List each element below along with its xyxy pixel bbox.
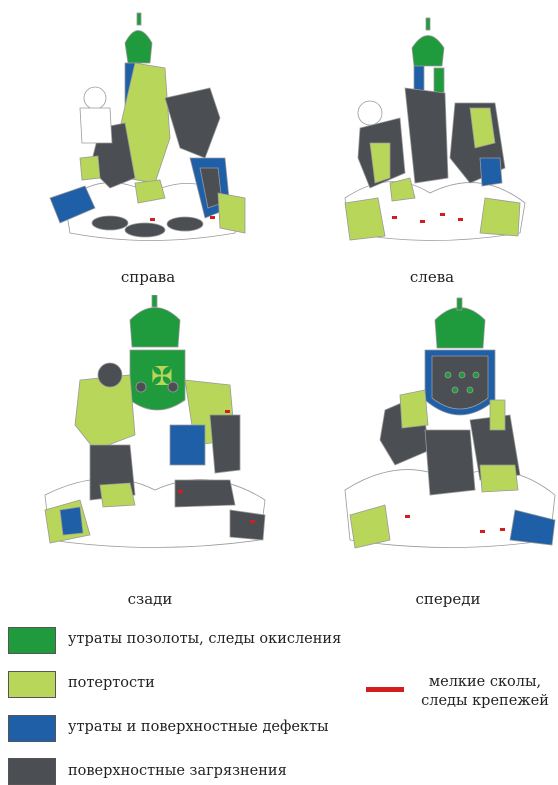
legend-label-gilding-loss: утраты позолоты, следы окисления bbox=[68, 631, 341, 647]
view-right-diagram bbox=[40, 8, 255, 248]
legend-swatch-gilding-loss bbox=[8, 627, 56, 654]
view-caption-front: спереди bbox=[368, 590, 528, 608]
view-left-diagram bbox=[330, 8, 530, 248]
view-caption-left: слева bbox=[352, 268, 512, 286]
legend-swatch-surface-defects bbox=[8, 715, 56, 742]
legend-label-abrasion: потертости bbox=[68, 675, 155, 691]
legend-label-chips-line2: следы крепежей bbox=[421, 693, 549, 709]
legend-label-chips-line1: мелкие сколы, bbox=[429, 674, 541, 690]
legend-label-surface-defects: утраты и поверхностные дефекты bbox=[68, 719, 329, 735]
legend-swatch-dirt bbox=[8, 758, 56, 785]
view-caption-right: справа bbox=[68, 268, 228, 286]
view-front-diagram bbox=[340, 290, 558, 560]
legend-swatch-chips bbox=[366, 687, 404, 692]
legend-label-dirt: поверхностные загрязнения bbox=[68, 763, 287, 779]
view-caption-back: сзади bbox=[70, 590, 230, 608]
view-back-diagram: ✠ bbox=[35, 295, 270, 555]
legend-swatch-abrasion bbox=[8, 671, 56, 698]
legend-label-chips: мелкие сколы, следы крепежей bbox=[410, 673, 558, 711]
